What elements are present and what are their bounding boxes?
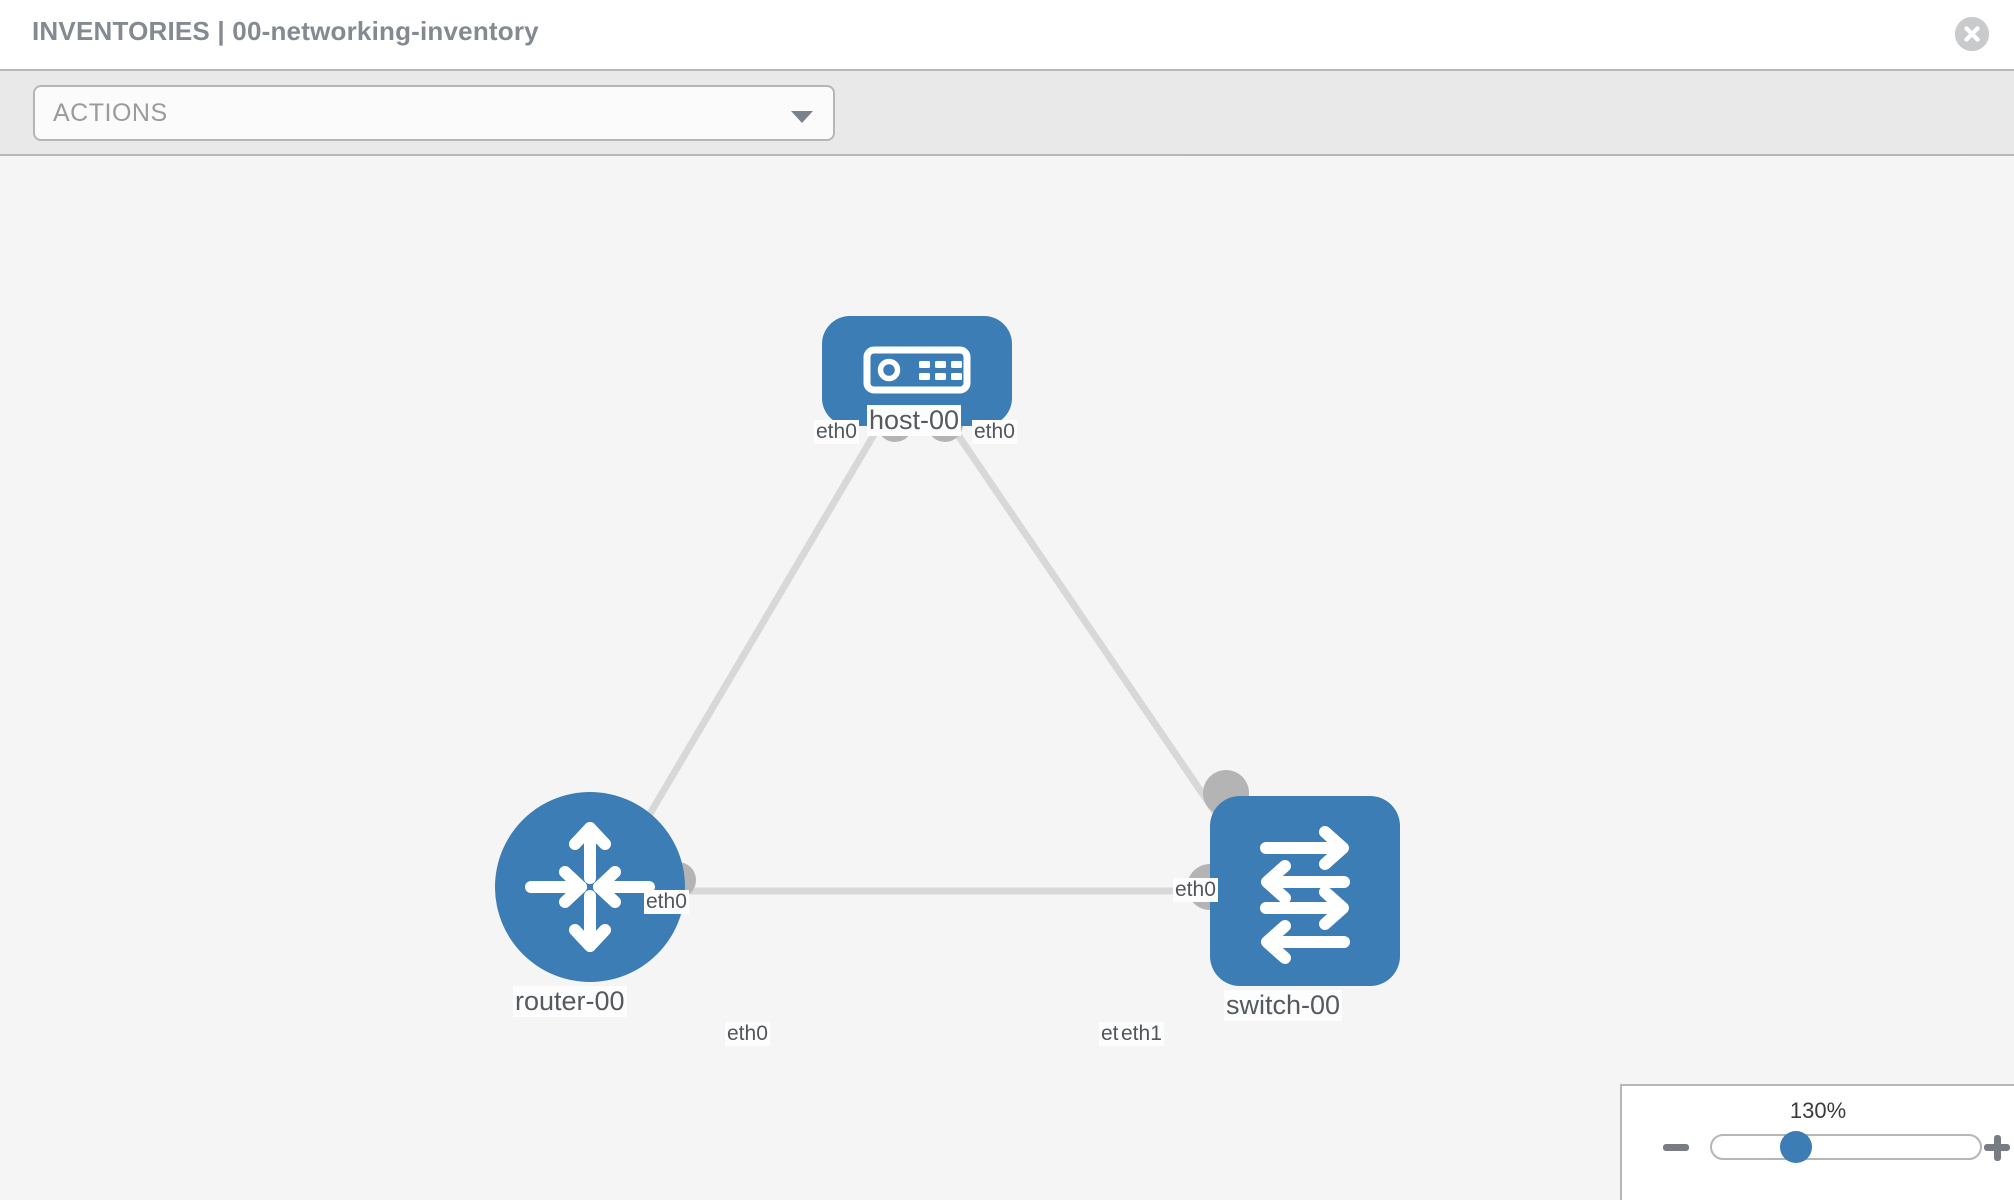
page-header: INVENTORIES | 00-networking-inventory — [0, 0, 2014, 69]
node-label-switch-00: switch-00 — [1224, 990, 1343, 1021]
server-device-icon — [822, 316, 1012, 426]
switch-arrows-icon — [1210, 796, 1400, 986]
close-icon[interactable] — [1955, 17, 1989, 51]
port-label-router-up: eth0 — [644, 890, 689, 914]
actions-dropdown[interactable]: ACTIONS — [33, 85, 835, 141]
zoom-slider-track[interactable] — [1710, 1134, 1982, 1160]
topology-canvas[interactable]: eth0 host-00 eth0 — [0, 156, 2014, 1200]
port-label-switch-up: eth0 — [1173, 878, 1218, 902]
link-host-switch — [942, 414, 1248, 858]
port-label-host-left: eth0 — [814, 420, 859, 444]
topology-links — [621, 414, 1248, 895]
port-label-host-right: eth0 — [972, 420, 1017, 444]
toolbar: ACTIONS SEARCH — [0, 69, 2014, 210]
actions-dropdown-label: ACTIONS — [53, 99, 168, 127]
zoom-level-value: 130% — [1789, 1098, 1847, 1123]
zoom-control-panel: 130% — [1620, 1084, 2014, 1200]
node-label-router-00: router-00 — [513, 986, 627, 1017]
page-title: INVENTORIES | 00-networking-inventory — [32, 16, 539, 46]
port-label-switch-left: eth1 — [1119, 1022, 1164, 1046]
node-host-00[interactable]: eth0 host-00 eth0 — [814, 316, 1017, 516]
zoom-out-button[interactable] — [1663, 1144, 1689, 1151]
link-host-router — [621, 414, 889, 858]
port-label-router-right: eth0 — [725, 1022, 770, 1046]
router-arrows-icon — [495, 792, 685, 982]
node-router-00[interactable]: router-00 — [495, 792, 696, 1042]
zoom-slider-thumb[interactable] — [1780, 1131, 1812, 1163]
node-label-host-00: host-00 — [867, 405, 962, 436]
chevron-down-icon — [791, 111, 813, 123]
node-switch-00[interactable]: switch-00 — [1187, 770, 1400, 1046]
zoom-in-button[interactable] — [1984, 1134, 2010, 1161]
